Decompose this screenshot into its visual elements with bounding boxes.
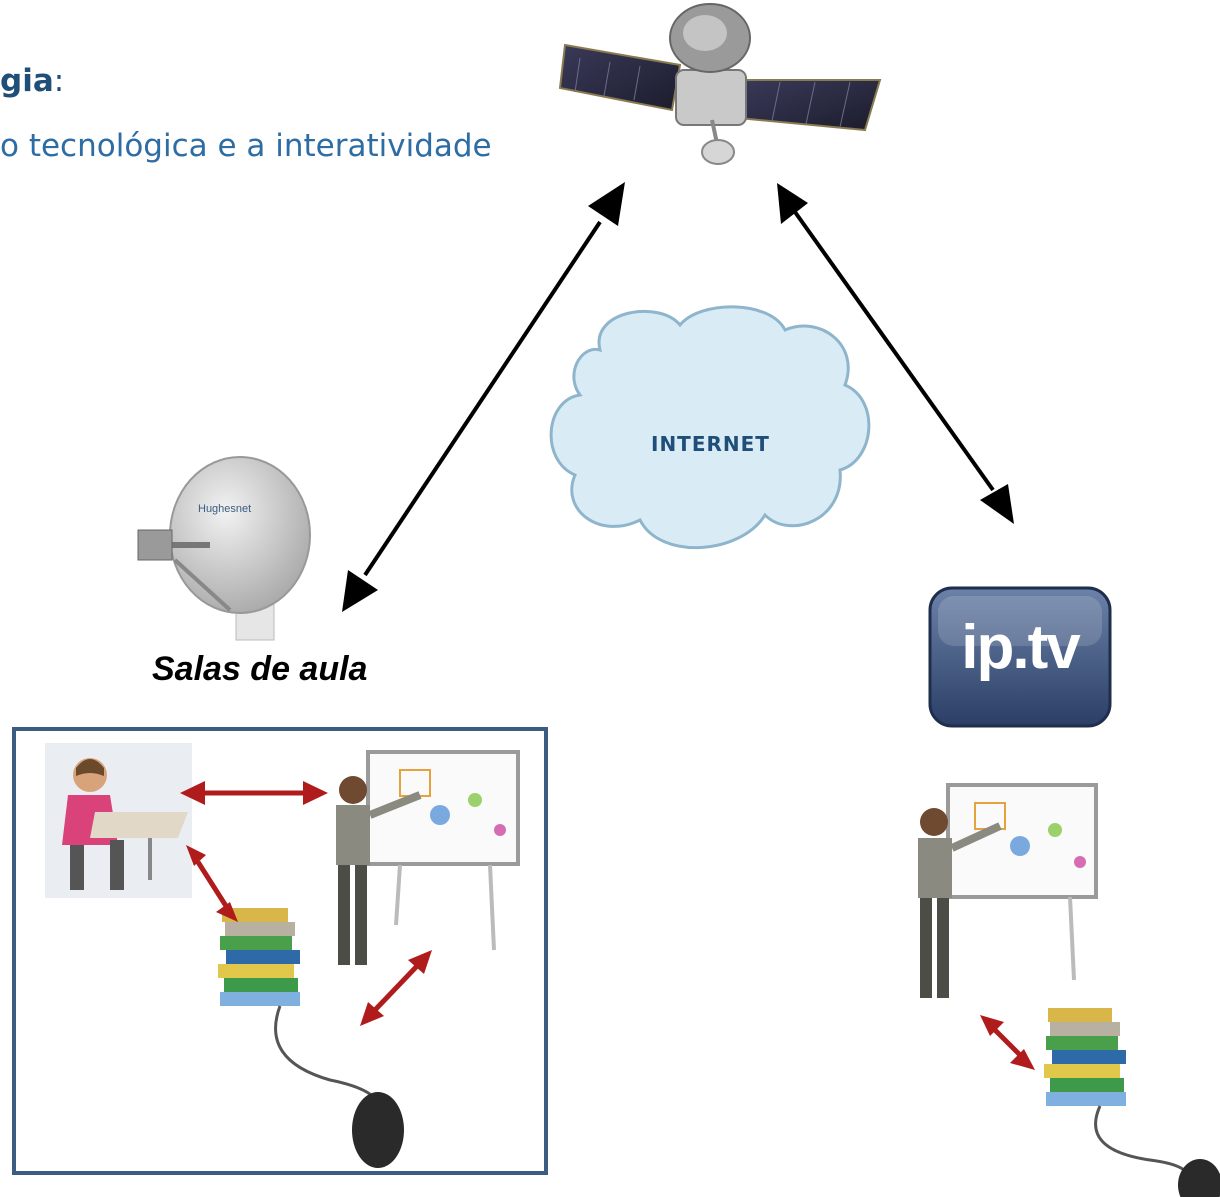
internet-label: INTERNET [651, 432, 770, 456]
heading-line1: gia: [0, 63, 65, 99]
teacher-whiteboard-illustration-left [336, 750, 520, 965]
books-stack-illustration-right [1044, 1008, 1220, 1197]
satellite-icon [558, 3, 882, 165]
red-arrows-classroom [180, 781, 432, 1026]
internet-cloud [549, 305, 871, 549]
satellite-dish-icon: Hughesnet [137, 456, 311, 641]
books-stack-illustration-left [218, 908, 404, 1168]
teacher-whiteboard-illustration-right [918, 783, 1098, 998]
classroom-box [12, 727, 548, 1175]
arrow-satellite-classroom [342, 182, 625, 612]
red-arrow-right [980, 1015, 1035, 1070]
iptv-logo-icon [928, 586, 1112, 728]
heading-line2: o tecnológica e a interatividade [0, 128, 492, 164]
iptv-logo-text: ip.tv [961, 613, 1080, 682]
classroom-label: Salas de aula [152, 650, 368, 688]
dish-brand: Hughesnet [198, 503, 251, 515]
arrow-satellite-iptv [777, 183, 1014, 524]
student-at-desk-illustration [45, 743, 192, 898]
